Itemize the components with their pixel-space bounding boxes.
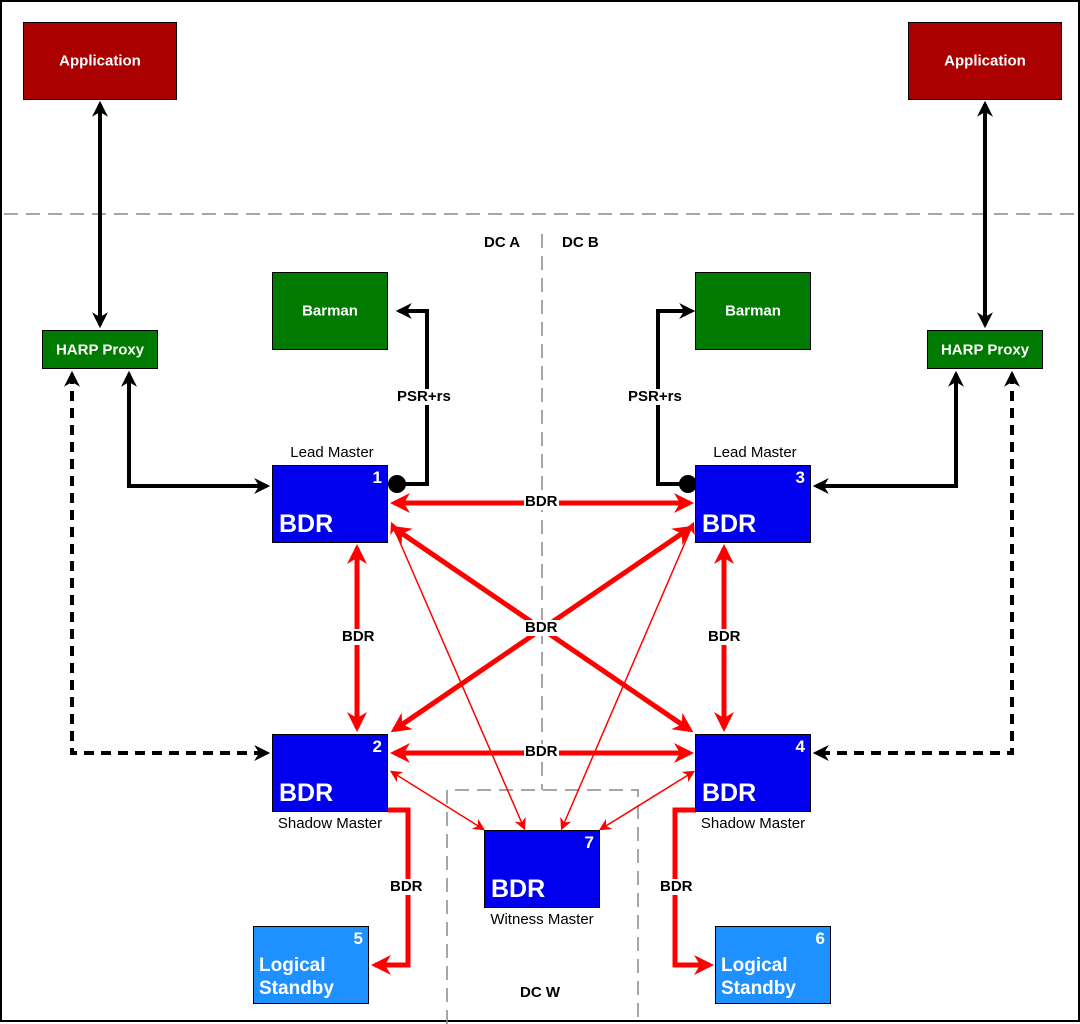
node-number: 6 (815, 929, 825, 948)
region-label-dc-a: DC A (484, 234, 521, 251)
region-label-dc-b: DC B (562, 234, 599, 251)
logical-standby-node-5[interactable]: 5 Logical Standby (253, 926, 369, 1004)
logical-standby-line1: Logical (721, 955, 788, 976)
bdr-label: BDR (491, 875, 546, 903)
node-number: 7 (584, 833, 594, 852)
edge-label-bdr-2-4: BDR (524, 743, 559, 760)
edge-label-bdr-1-3: BDR (524, 493, 559, 510)
edge-bdr2-bdr7 (389, 770, 486, 831)
application-node-right[interactable]: Application (908, 22, 1062, 100)
caption-shadow-master-4: Shadow Master (700, 815, 806, 832)
psr-origin-dot-right (679, 475, 697, 493)
edge-label-bdr-3-4: BDR (707, 628, 742, 645)
bdr-label: BDR (279, 510, 334, 538)
caption-witness-master-7: Witness Master (490, 911, 594, 928)
logical-standby-line1: Logical (259, 955, 326, 976)
edge-label-bdr-2-5: BDR (389, 878, 424, 895)
barman-node-right[interactable]: Barman (695, 272, 811, 350)
bdr-node-7[interactable]: 7 BDR (484, 830, 600, 908)
edge-label-psr-left: PSR+rs (396, 388, 452, 405)
bdr-label: BDR (279, 779, 334, 807)
edge-label-bdr-4-6: BDR (659, 878, 694, 895)
node-number: 4 (795, 737, 805, 756)
edge-label-bdr-cross: BDR (524, 619, 559, 636)
edge-bdr3-bdr7 (560, 521, 695, 831)
logical-standby-node-6[interactable]: 6 Logical Standby (715, 926, 831, 1004)
edge-bdr1-bdr7 (390, 521, 526, 831)
bdr-label: BDR (702, 510, 757, 538)
harp-proxy-node-right[interactable]: HARP Proxy (927, 330, 1043, 369)
edge-harp-bdr2-dashed (64, 370, 271, 761)
caption-lead-master-1: Lead Master (290, 444, 374, 461)
barman-node-left[interactable]: Barman (272, 272, 388, 350)
bdr-node-2[interactable]: 2 BDR (272, 734, 388, 812)
harp-proxy-node-left[interactable]: HARP Proxy (42, 330, 158, 369)
application-label: Application (944, 52, 1026, 70)
dc-w-boundary (446, 789, 639, 1024)
edge-label-psr-right: PSR+rs (627, 388, 683, 405)
node-number: 2 (372, 737, 382, 756)
edge-harp-bdr3 (812, 370, 964, 494)
logical-standby-label: Logical Standby (721, 954, 796, 1000)
bdr-label: BDR (702, 779, 757, 807)
barman-label: Barman (725, 302, 781, 320)
bdr-node-3[interactable]: 3 BDR (695, 465, 811, 543)
node-number: 5 (353, 929, 363, 948)
region-label-dc-w: DC W (520, 984, 560, 1001)
edge-harp-bdr4-dashed (812, 370, 1020, 761)
barman-label: Barman (302, 302, 358, 320)
caption-shadow-master-2: Shadow Master (277, 815, 383, 832)
application-node-left[interactable]: Application (23, 22, 177, 100)
node-number: 1 (372, 468, 382, 487)
application-label: Application (59, 52, 141, 70)
edge-harp-bdr1 (121, 370, 271, 494)
logical-standby-line2: Standby (259, 978, 334, 999)
node-number: 3 (795, 468, 805, 487)
logical-standby-label: Logical Standby (259, 954, 334, 1000)
bdr-node-4[interactable]: 4 BDR (695, 734, 811, 812)
bdr-node-1[interactable]: 1 BDR (272, 465, 388, 543)
harp-proxy-label: HARP Proxy (940, 341, 1030, 358)
logical-standby-line2: Standby (721, 978, 796, 999)
psr-origin-dot-left (388, 475, 406, 493)
caption-lead-master-3: Lead Master (713, 444, 797, 461)
harp-proxy-label: HARP Proxy (55, 341, 145, 358)
edge-label-bdr-1-2: BDR (341, 628, 376, 645)
edge-bdr4-bdr7 (598, 770, 696, 831)
